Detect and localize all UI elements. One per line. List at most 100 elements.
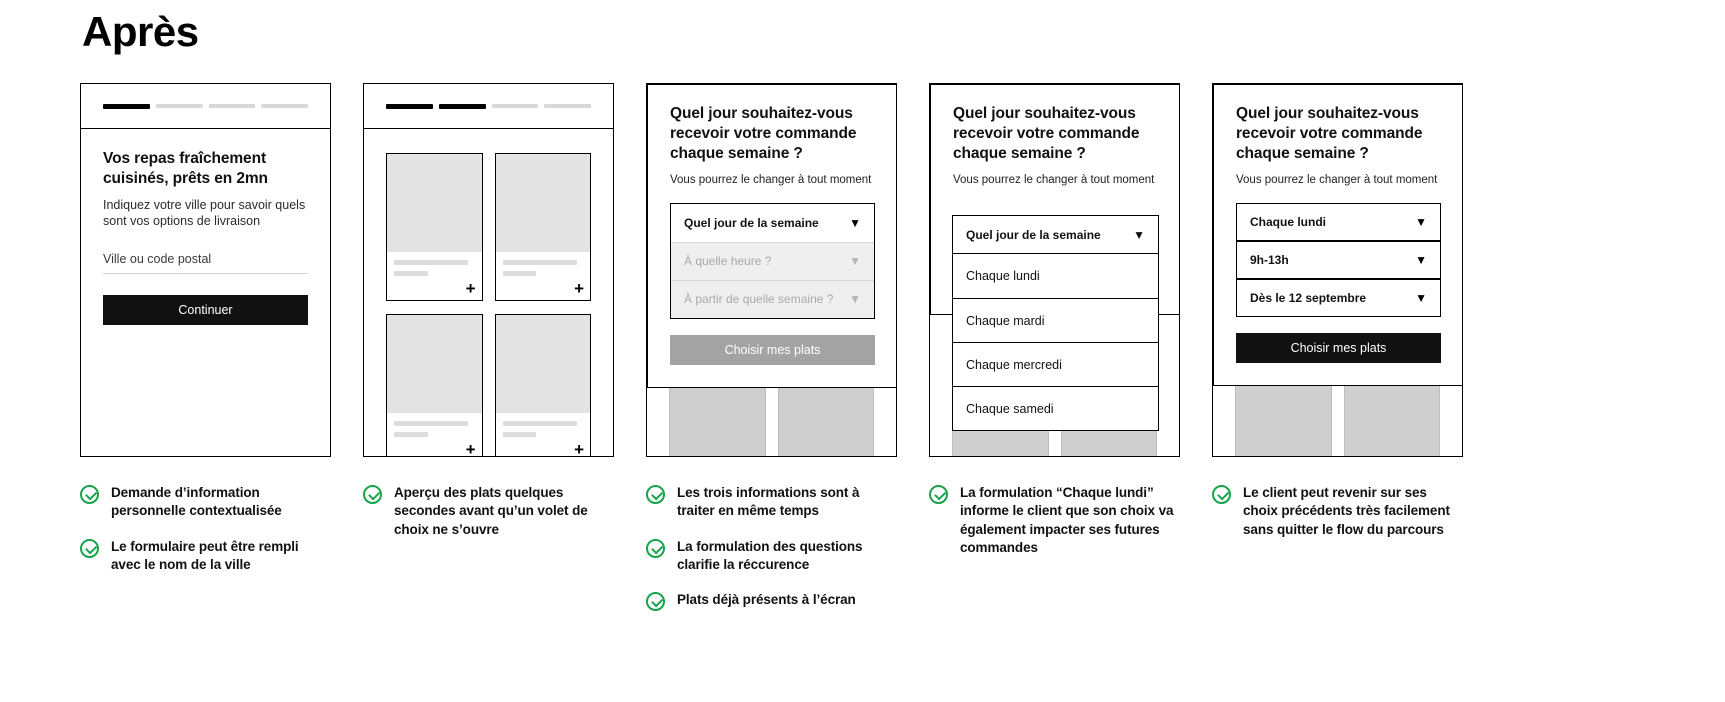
dropdown-option[interactable]: Chaque lundi xyxy=(966,269,1040,283)
columns-container: Vos repas fraîchement cuisinés, prêts en… xyxy=(80,83,1645,628)
dish-image-placeholder xyxy=(387,154,482,252)
list-item: Aperçu des plats quelques secondes avant… xyxy=(363,484,614,539)
chevron-down-icon: ▼ xyxy=(1415,252,1427,267)
column-3: + + Quel jour souhaitez-vous recevoir vo… xyxy=(646,83,897,628)
dish-card: + xyxy=(1343,374,1440,456)
select-group: Quel jour de la semaine ▼ À quelle heure… xyxy=(670,202,875,319)
select-day-label: Quel jour de la semaine xyxy=(684,215,819,230)
check-icon xyxy=(1212,485,1231,504)
bullet-list-1: Demande d’information personnelle contex… xyxy=(80,484,331,574)
dish-card[interactable]: + xyxy=(386,314,483,457)
list-item: Les trois informations sont à traiter en… xyxy=(646,484,897,521)
progress-steps-1 xyxy=(81,84,330,129)
dropdown-option[interactable]: Chaque samedi xyxy=(953,386,1158,430)
check-icon xyxy=(646,538,665,558)
bullet-list-3: Les trois informations sont à traiter en… xyxy=(646,484,897,612)
dish-card: + xyxy=(1235,374,1332,456)
bullet-list-2: Aperçu des plats quelques secondes avant… xyxy=(363,484,614,539)
dropdown-header[interactable]: Quel jour de la semaine ▼ xyxy=(953,216,1158,254)
dish-title-placeholder xyxy=(394,260,469,265)
add-dish-icon[interactable]: + xyxy=(465,279,476,298)
select-week[interactable]: Dès le 12 septembre ▼ xyxy=(1236,278,1441,317)
phone-mockup-3: + + Quel jour souhaitez-vous recevoir vo… xyxy=(646,83,897,457)
choose-dishes-button[interactable]: Choisir mes plats xyxy=(1236,332,1441,363)
progress-segment xyxy=(208,104,256,108)
form-heading: Vos repas fraîchement cuisinés, prêts en… xyxy=(103,150,268,187)
dish-card: + xyxy=(777,374,874,456)
chevron-down-icon: ▼ xyxy=(1415,214,1427,229)
dropdown-header-label: Quel jour de la semaine xyxy=(966,227,1101,242)
city-input[interactable]: Ville ou code postal xyxy=(103,252,308,274)
list-item: La formulation “Chaque lundi” informe le… xyxy=(929,484,1180,557)
dish-subtitle-placeholder xyxy=(394,271,428,276)
phone-mockup-1: Vos repas fraîchement cuisinés, prêts en… xyxy=(80,83,331,457)
dish-card[interactable]: + xyxy=(494,314,591,457)
check-icon xyxy=(929,485,948,504)
column-1: Vos repas fraîchement cuisinés, prêts en… xyxy=(80,83,331,628)
continue-button[interactable]: Continuer xyxy=(103,294,308,325)
dish-meta: + xyxy=(387,413,482,457)
dish-subtitle-placeholder xyxy=(502,432,537,437)
column-2: + + xyxy=(363,83,614,628)
progress-segment xyxy=(155,104,203,108)
form-subheading: Indiquez votre ville pour savoir quels s… xyxy=(103,197,306,229)
dish-image-placeholder xyxy=(1344,375,1439,456)
select-day[interactable]: Chaque lundi ▼ xyxy=(1236,202,1441,241)
bullet-text: Le formulaire peut être rempli avec le n… xyxy=(111,538,299,573)
add-dish-icon[interactable]: + xyxy=(574,279,584,298)
dish-image-placeholder xyxy=(1236,375,1331,456)
list-item: La formulation des questions clarifie la… xyxy=(646,538,897,575)
phone-mockup-5: + + Quel jour souhaitez-vous recevoir vo… xyxy=(1212,83,1463,457)
progress-segment xyxy=(386,103,433,109)
dropdown-option[interactable]: Chaque mardi xyxy=(953,298,1158,342)
dropdown-option[interactable]: Chaque mercredi xyxy=(953,342,1158,386)
dish-image-placeholder xyxy=(495,154,590,252)
choice-sheet-3: Quel jour souhaitez-vous recevoir votre … xyxy=(647,84,896,388)
check-icon xyxy=(80,485,99,504)
dish-grid: + + xyxy=(364,129,613,457)
select-week[interactable]: À partir de quelle semaine ? ▼ xyxy=(671,279,874,318)
dish-card[interactable]: + xyxy=(494,153,591,301)
dish-image-placeholder xyxy=(778,375,873,456)
dish-subtitle-placeholder xyxy=(394,432,428,437)
progress-segment xyxy=(103,103,150,109)
progress-segment xyxy=(438,103,486,109)
dish-subtitle-placeholder xyxy=(502,271,537,276)
select-time[interactable]: 9h-13h ▼ xyxy=(1236,240,1441,279)
select-time-label: À quelle heure ? xyxy=(684,254,772,269)
chevron-down-icon: ▼ xyxy=(1133,227,1145,242)
add-dish-icon[interactable]: + xyxy=(574,440,584,457)
list-item: Plats déjà présents à l’écran xyxy=(646,591,897,612)
list-item: Le client peut revenir sur ses choix pré… xyxy=(1212,484,1463,539)
column-5: + + Quel jour souhaitez-vous recevoir vo… xyxy=(1212,83,1463,628)
check-icon xyxy=(646,485,665,504)
bullet-text: Les trois informations sont à traiter en… xyxy=(677,485,860,519)
list-item: Le formulaire peut être rempli avec le n… xyxy=(80,538,331,575)
select-day[interactable]: Quel jour de la semaine ▼ xyxy=(671,203,874,242)
add-dish-icon[interactable]: + xyxy=(465,440,476,457)
dish-meta: + xyxy=(496,252,591,300)
dish-title-placeholder xyxy=(502,260,577,265)
choose-dishes-button[interactable]: Choisir mes plats xyxy=(670,334,875,365)
bullet-text: Le client peut revenir sur ses choix pré… xyxy=(1243,485,1450,537)
progress-steps-2 xyxy=(364,84,613,129)
select-week-label: À partir de quelle semaine ? xyxy=(684,292,834,307)
select-time[interactable]: À quelle heure ? ▼ xyxy=(671,241,874,280)
sheet-question: Quel jour souhaitez-vous recevoir votre … xyxy=(670,105,857,162)
page-title: Après xyxy=(82,8,199,55)
progress-segment xyxy=(544,104,591,108)
bullet-list-4: La formulation “Chaque lundi” informe le… xyxy=(929,484,1180,557)
dish-card[interactable]: + xyxy=(386,153,483,301)
dish-image-placeholder xyxy=(495,315,590,413)
chevron-down-icon: ▼ xyxy=(1415,290,1427,305)
bullet-text: La formulation “Chaque lundi” informe le… xyxy=(960,485,1174,556)
chevron-down-icon: ▼ xyxy=(849,292,861,307)
progress-segment xyxy=(261,104,308,108)
dish-title-placeholder xyxy=(502,421,577,426)
sheet-note: Vous pourrez le changer à tout moment xyxy=(670,173,872,186)
bullet-text: Plats déjà présents à l’écran xyxy=(677,592,856,608)
check-icon xyxy=(363,485,382,504)
phone-mockup-2: + + xyxy=(363,83,614,457)
select-group: Chaque lundi ▼ 9h-13h ▼ Dès le 12 septem… xyxy=(1236,202,1441,317)
